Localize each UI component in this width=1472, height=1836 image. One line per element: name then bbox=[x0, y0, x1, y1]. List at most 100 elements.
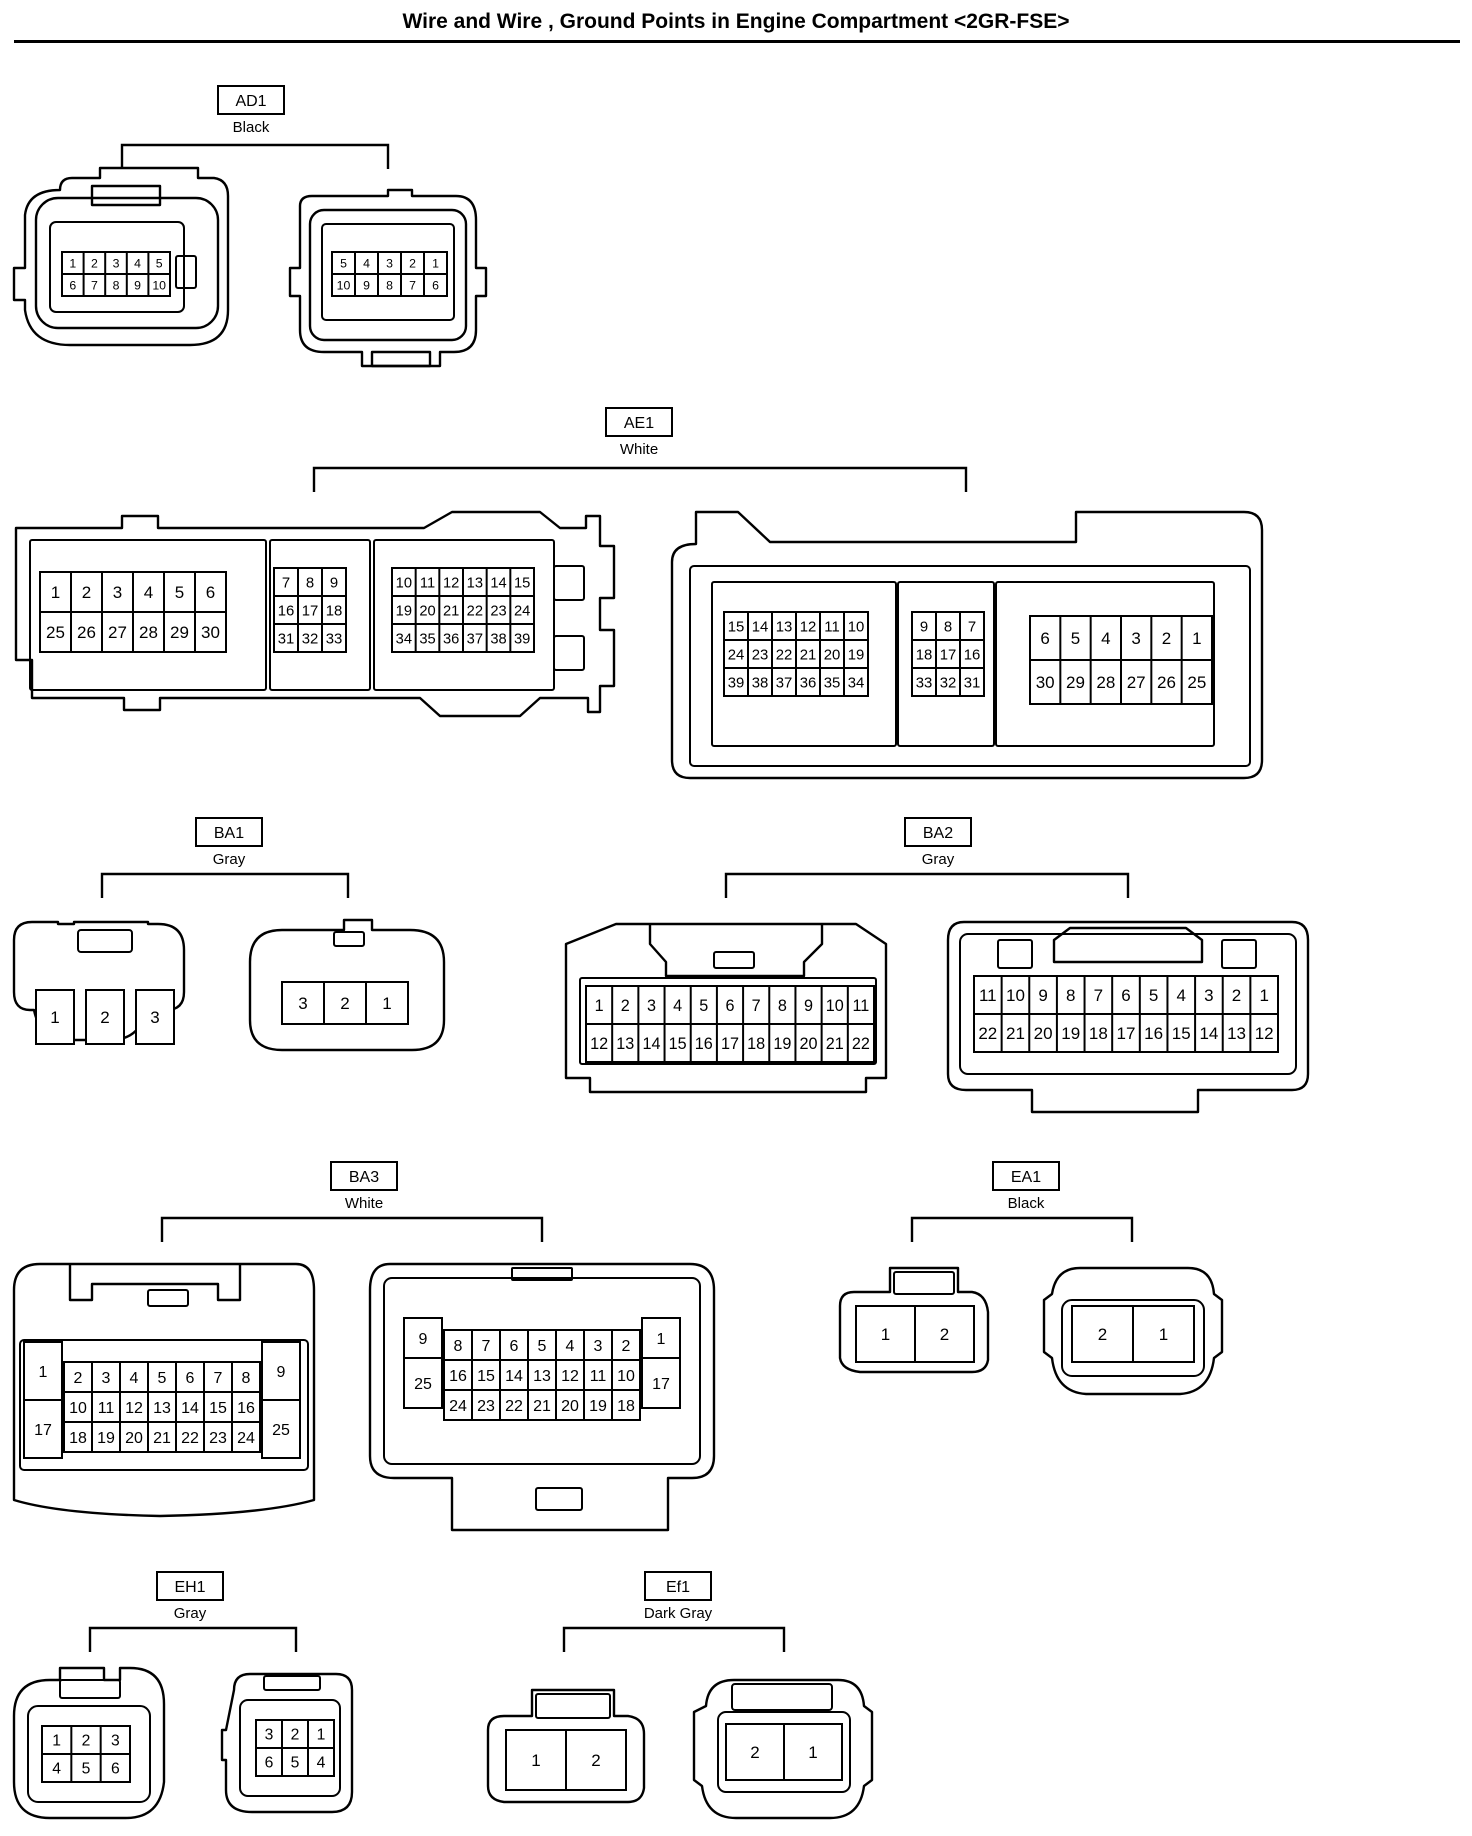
pin-label: 16 bbox=[449, 1368, 467, 1385]
pin-label: 6 bbox=[111, 1761, 120, 1778]
pin-label: 20 bbox=[419, 603, 435, 619]
pin-label: 2 bbox=[100, 1008, 109, 1027]
pin-label: 35 bbox=[824, 675, 841, 691]
pin-label: 17 bbox=[721, 1035, 739, 1053]
connector-code: AD1 bbox=[235, 93, 266, 110]
pin-label: 4 bbox=[317, 1755, 326, 1772]
pin-label: 1 bbox=[657, 1331, 666, 1348]
pin-label: 22 bbox=[852, 1035, 870, 1053]
pin-label: 4 bbox=[144, 583, 153, 602]
pin-label: 13 bbox=[153, 1400, 171, 1417]
pin-label: 21 bbox=[533, 1398, 551, 1415]
eh1-right-shell bbox=[220, 1672, 354, 1814]
pin-label: 26 bbox=[77, 623, 96, 642]
connector-code: BA2 bbox=[923, 825, 953, 842]
pin-label: 5 bbox=[1071, 629, 1080, 648]
ef1-right-shell bbox=[692, 1678, 874, 1820]
pin-label: 21 bbox=[800, 647, 817, 663]
ba3-left-pin-frame bbox=[19, 1339, 309, 1471]
pin-label: 1 bbox=[1192, 629, 1201, 648]
ae1-right-section-2 bbox=[897, 581, 995, 747]
pin-label: 10 bbox=[826, 997, 844, 1015]
pin-label: 3 bbox=[265, 1727, 274, 1744]
pin-cavity bbox=[403, 1357, 443, 1409]
pin-label: 18 bbox=[69, 1430, 87, 1447]
pin-label: 2 bbox=[750, 1743, 759, 1762]
ba3-right-latch bbox=[511, 1267, 573, 1281]
pin-label: 17 bbox=[1117, 1024, 1136, 1043]
ad1-left-latch bbox=[90, 184, 162, 207]
pin-label: 2 bbox=[291, 1727, 300, 1744]
pin-row bbox=[973, 975, 1279, 1015]
connector-color: Gray bbox=[174, 1605, 207, 1622]
pin-label: 28 bbox=[1096, 673, 1115, 692]
connector-color: Black bbox=[233, 119, 270, 136]
pin-label: 2 bbox=[82, 1733, 91, 1750]
pin-label: 11 bbox=[590, 1368, 607, 1385]
pin-label: 3 bbox=[111, 1733, 120, 1750]
pin-label: 22 bbox=[978, 1024, 997, 1043]
pin-label: 14 bbox=[642, 1035, 660, 1053]
pin-label: 39 bbox=[514, 631, 530, 647]
pin-cavity bbox=[135, 989, 175, 1045]
ef1-right-latch bbox=[731, 1683, 833, 1711]
pin-label: 8 bbox=[113, 278, 120, 292]
pin-label: 21 bbox=[153, 1430, 171, 1447]
ba2-right-key-l bbox=[997, 939, 1033, 969]
ef1-left-latch bbox=[535, 1693, 611, 1719]
connector-code: Ef1 bbox=[666, 1579, 690, 1596]
connector-bracket bbox=[312, 466, 968, 492]
pin-label: 14 bbox=[752, 619, 769, 635]
pin-label: 38 bbox=[490, 631, 506, 647]
ad1-right-shell bbox=[288, 188, 488, 368]
ba1-left-latch bbox=[77, 929, 133, 953]
pin-label: 5 bbox=[340, 256, 347, 270]
connector-color: Gray bbox=[213, 851, 246, 868]
pin-label: 2 bbox=[82, 583, 91, 602]
pin-label: 4 bbox=[363, 256, 370, 270]
pin-label: 6 bbox=[510, 1338, 519, 1355]
pin-label: 13 bbox=[533, 1368, 551, 1385]
page-title: Wire and Wire , Ground Points in Engine … bbox=[402, 10, 1070, 33]
pin-label: 19 bbox=[589, 1398, 607, 1415]
pin-row bbox=[61, 273, 171, 297]
pin-label: 20 bbox=[125, 1430, 143, 1447]
pin-label: 9 bbox=[134, 278, 141, 292]
pin-label: 12 bbox=[125, 1400, 143, 1417]
pin-label: 10 bbox=[1006, 986, 1025, 1005]
pin-label: 14 bbox=[490, 575, 506, 591]
pin-label: 5 bbox=[1149, 986, 1158, 1005]
pin-label: 20 bbox=[824, 647, 841, 663]
pin-cavity bbox=[403, 1317, 443, 1359]
ef1-left-shell bbox=[486, 1688, 646, 1804]
pin-label: 3 bbox=[1204, 986, 1213, 1005]
connector-code: EA1 bbox=[1011, 1169, 1041, 1186]
pin-label: 21 bbox=[1006, 1024, 1025, 1043]
pin-label: 2 bbox=[621, 997, 630, 1015]
pin-row bbox=[63, 1391, 261, 1423]
pin-label: 22 bbox=[505, 1398, 523, 1415]
pin-label: 13 bbox=[467, 575, 483, 591]
pin-row bbox=[273, 595, 347, 625]
pin-label: 2 bbox=[74, 1370, 83, 1387]
pin-row bbox=[443, 1359, 641, 1391]
pin-label: 39 bbox=[728, 675, 745, 691]
connector-code-box bbox=[605, 407, 673, 437]
pin-label: 18 bbox=[916, 647, 933, 663]
pin-label: 4 bbox=[673, 997, 682, 1015]
pin-label: 4 bbox=[566, 1338, 575, 1355]
pin-label: 16 bbox=[278, 603, 295, 619]
pin-label: 1 bbox=[1259, 986, 1268, 1005]
ae1-left-section-2 bbox=[269, 539, 371, 691]
pin-row bbox=[273, 623, 347, 653]
ba3-left-latch-tab bbox=[147, 1289, 189, 1307]
pin-label: 5 bbox=[291, 1755, 300, 1772]
pin-label: 1 bbox=[69, 256, 76, 270]
pin-label: 1 bbox=[531, 1751, 540, 1770]
pin-label: 15 bbox=[1172, 1024, 1191, 1043]
pin-label: 21 bbox=[443, 603, 459, 619]
ad1-left-inner bbox=[34, 196, 220, 330]
